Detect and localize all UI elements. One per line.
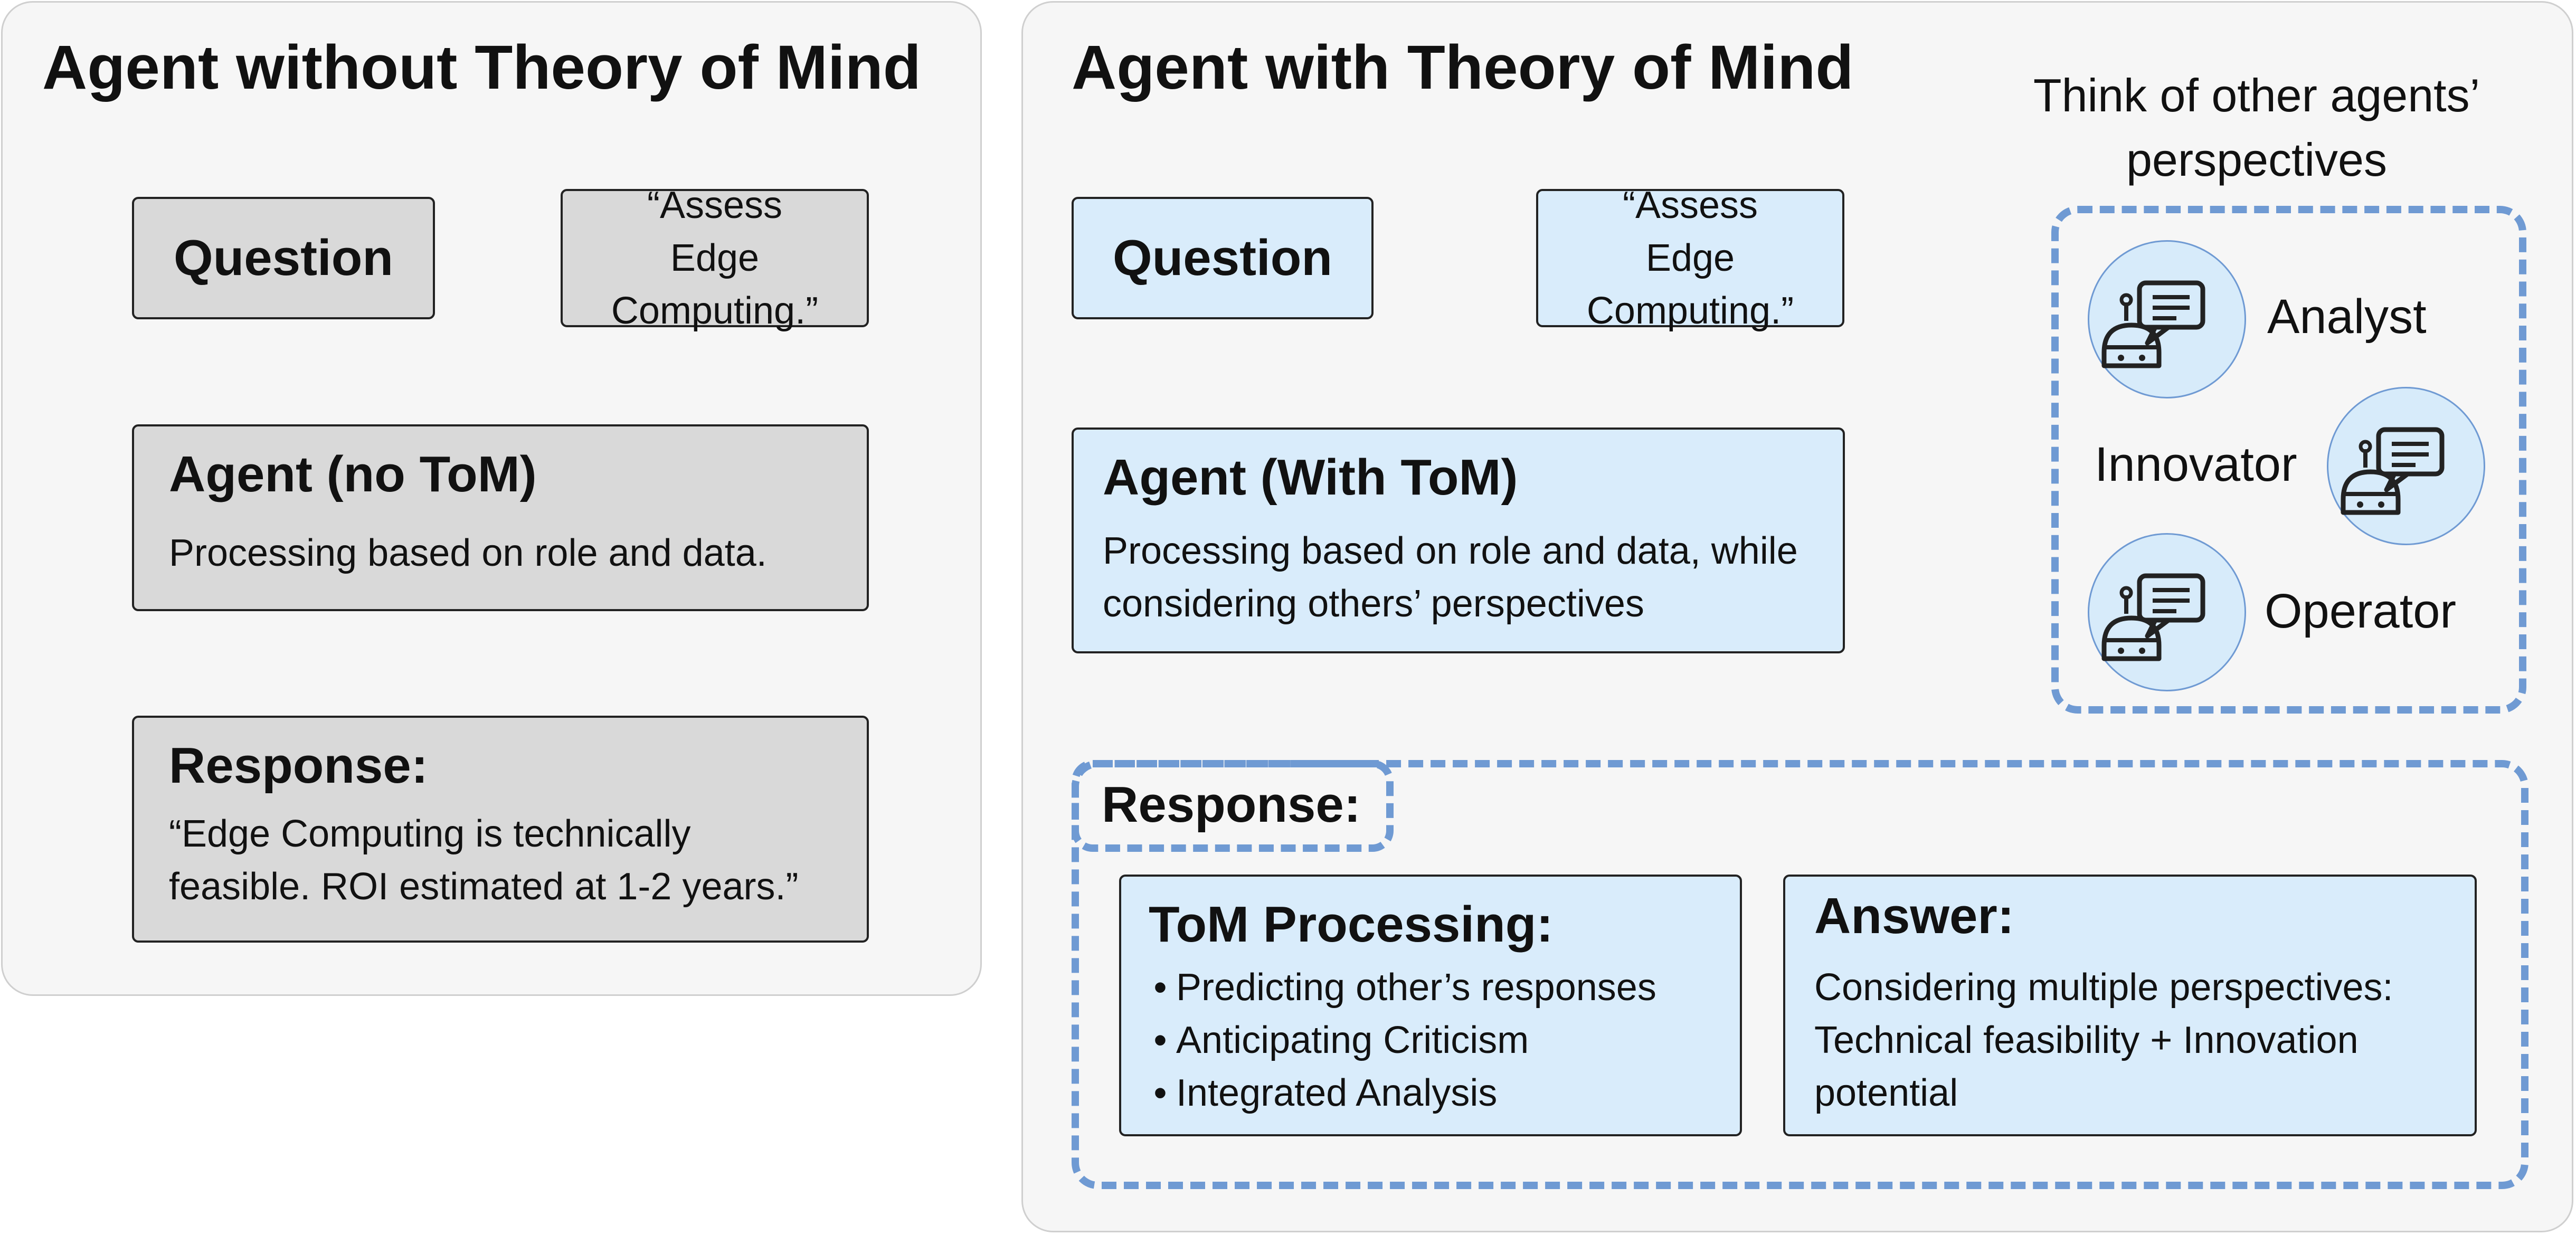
analyst-label: Analyst [2267,290,2427,344]
innovator-label: Innovator [2095,438,2297,491]
analyst-avatar [2088,240,2246,398]
left-panel-title: Agent without Theory of Mind [42,33,921,102]
left-agent-box: Agent (no ToM) Processing based on role … [132,424,869,611]
right-quote-box: “Assess Edge Computing.” [1536,184,1844,332]
tom-processing-title: ToM Processing: [1149,896,1554,953]
left-agent-title: Agent (no ToM) [169,446,537,502]
right-response-dashed-box [1072,760,2528,1189]
tom-processing-box: ToM Processing: Predicting other’s respo… [1119,875,1742,1136]
perspectives-dashed-box [2051,206,2526,714]
list-item: Anticipating Criticism [1144,1014,1656,1067]
operator-label: Operator [2265,584,2457,638]
robot-chat-icon [2328,388,2487,547]
operator-avatar [2088,533,2246,691]
answer-text: Considering multiple perspectives: Techn… [1814,966,2393,1114]
tom-processing-list: Predicting other’s responses Anticipatin… [1144,961,1656,1119]
left-response-title: Response: [169,737,428,794]
left-response-box: Response: “Edge Computing is technically… [132,716,869,943]
left-question-label: Question [173,230,393,286]
answer-box: Answer: Considering multiple perspective… [1783,875,2477,1136]
right-agent-text: Processing based on role and data, while… [1103,530,1798,625]
response-label-tab [1072,760,1394,852]
right-question-label: Question [1112,230,1332,286]
right-question-box: Question [1072,197,1374,319]
list-item: Integrated Analysis [1144,1067,1656,1119]
right-quote-text: “Assess Edge Computing.” [1586,184,1794,332]
innovator-avatar [2327,387,2485,545]
right-agent-title: Agent (With ToM) [1103,449,1518,506]
answer-title: Answer: [1814,888,2014,944]
left-quote-text: “Assess Edge Computing.” [611,184,819,332]
perspectives-caption: Think of other agents’ perspectives [2033,69,2480,186]
right-agent-box: Agent (With ToM) Processing based on rol… [1072,428,1845,653]
right-panel-title: Agent with Theory of Mind [1072,33,1854,102]
left-question-box: Question [132,197,435,319]
left-agent-text: Processing based on role and data. [169,532,767,574]
right-response-title: Response: [1102,776,1361,833]
robot-chat-icon [2089,535,2248,693]
list-item: Predicting other’s responses [1144,961,1656,1014]
robot-chat-icon [2089,242,2248,400]
left-response-text: “Edge Computing is technically feasible.… [169,813,799,908]
left-quote-box: “Assess Edge Computing.” [561,184,869,332]
